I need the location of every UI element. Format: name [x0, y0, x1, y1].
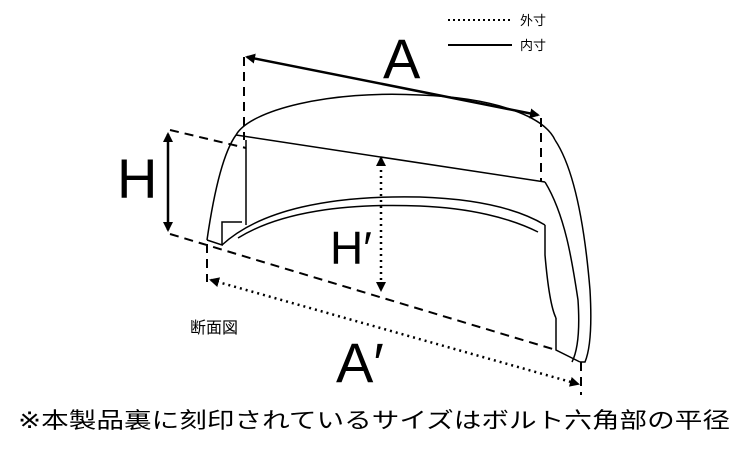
legend-outer-label: 外寸 [520, 14, 546, 29]
right-outer-wall [554, 139, 592, 363]
h-top-guide [169, 129, 247, 149]
footer-note: ※本製品裏に刻印されているサイズはボルト六角部の平径 [18, 409, 730, 434]
label-a-prime: A′ [336, 331, 384, 394]
label-a: A [383, 27, 421, 90]
section-label: 断面図 [190, 318, 238, 337]
cap-outline [206, 93, 592, 363]
inner-back-wall [544, 225, 557, 319]
a-prime-arrow [209, 277, 580, 387]
legend: 外寸 内寸 [448, 14, 546, 54]
front-rim-top [235, 134, 546, 183]
right-rim-step [555, 318, 581, 363]
legend-inner-label: 内寸 [520, 38, 546, 54]
label-h: H [117, 147, 157, 210]
dimension-arrows [163, 53, 580, 387]
right-inner-wall [544, 181, 580, 363]
left-rim-step [206, 221, 242, 247]
inner-cavity-arc [221, 196, 546, 246]
label-h-prime: H′ [330, 222, 372, 274]
outer-dome-curve [235, 93, 556, 141]
inner-cavity-arc-lower [237, 204, 539, 239]
left-outer-wall [206, 134, 237, 241]
a-arrow [245, 53, 540, 119]
